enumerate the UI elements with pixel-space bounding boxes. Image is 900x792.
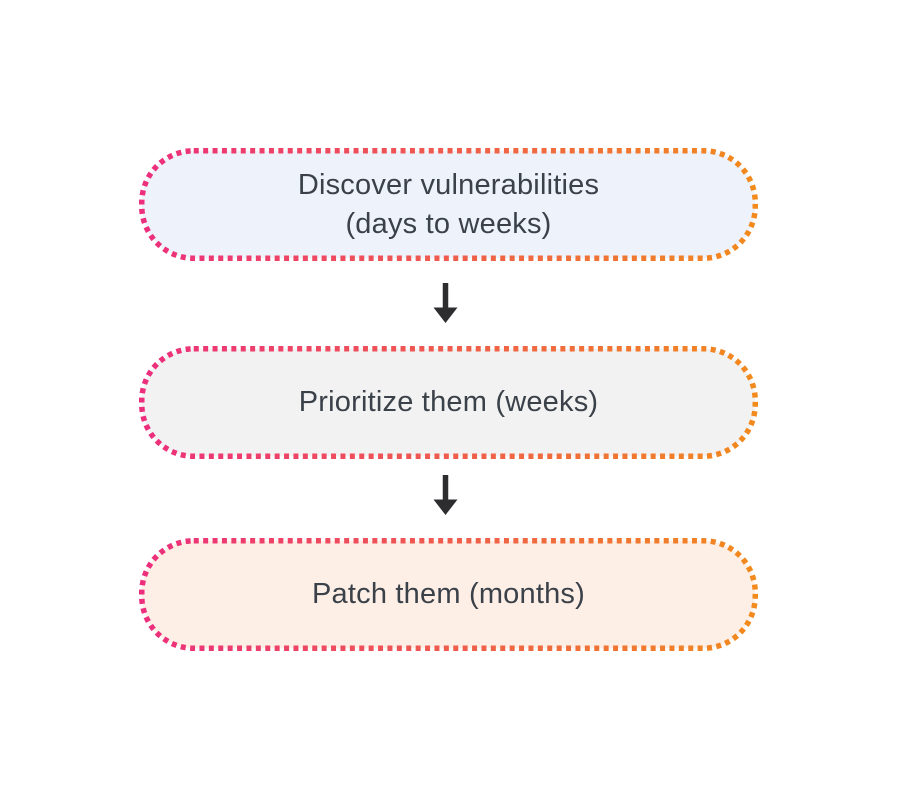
node-label-prioritize: Prioritize them (weeks) [298,386,599,418]
dotted-border [139,538,758,651]
flow-node-prioritize: Prioritize them (weeks) [139,346,758,459]
dotted-border [139,346,758,459]
node-shape [139,346,758,459]
flow-node-discover: Discover vulnerabilities (days to weeks) [139,148,758,261]
node-shape [139,538,758,651]
arrow-head [433,307,458,323]
node-shape [139,148,758,261]
arrow-down-icon [433,475,458,515]
node-label-discover: Discover vulnerabilities (days to weeks) [297,168,600,240]
arrow-head [433,499,458,515]
dotted-border [139,148,758,261]
arrow-down-icon [433,283,458,323]
node-label-patch: Patch them (months) [312,578,585,610]
flow-node-patch: Patch them (months) [139,538,758,651]
